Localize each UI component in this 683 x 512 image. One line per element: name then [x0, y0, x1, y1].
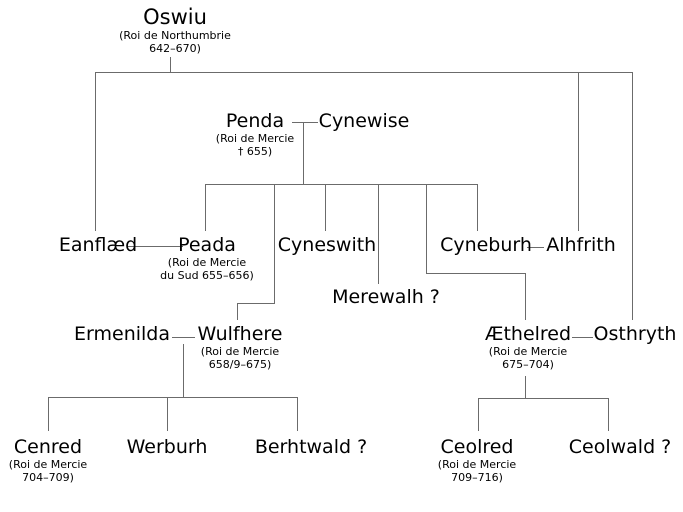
person-penda-title: (Roi de Mercie: [215, 132, 295, 145]
connector-peada-drop: [205, 184, 206, 231]
connector-wulfhere-elbow-across: [237, 303, 275, 304]
connector-aethelred-elbow-down: [426, 184, 427, 273]
person-penda: Penda (Roi de Mercie † 655): [216, 110, 294, 158]
person-ceolred: Ceolred (Roi de Mercie 709–716): [438, 436, 516, 484]
person-oswiu: Oswiu (Roi de Northumbrie 642–670): [119, 5, 231, 55]
connector-alhfrith-drop: [578, 72, 579, 231]
connector-eanflaed-drop: [95, 72, 96, 231]
person-aethelred-title: (Roi de Mercie: [488, 345, 568, 358]
connector-ermenilda-union-drop: [183, 344, 184, 397]
connector-cenred-drop: [48, 397, 49, 431]
person-cyneswith-name: Cyneswith: [277, 234, 377, 256]
connector-ceolwald-drop: [608, 398, 609, 431]
connector-oswiu-drop: [170, 57, 171, 72]
connector-cyneswith-drop: [325, 184, 326, 231]
connector-ermenilda-wulfhere-marriage: [172, 337, 195, 338]
person-aethelred-name: Æthelred: [484, 323, 572, 345]
person-berhtwald-name: Berhtwald ?: [254, 436, 368, 458]
person-osthryth-name: Osthryth: [593, 323, 677, 345]
person-werburh-name: Werburh: [126, 436, 208, 458]
connector-eanflaed-peada-marriage: [128, 246, 183, 247]
connector-aethelred-children-bar: [478, 398, 608, 399]
person-wulfhere: Wulfhere (Roi de Mercie 658/9–675): [198, 323, 283, 371]
person-penda-dates: † 655): [237, 145, 273, 158]
connector-oswiu-children-bar: [95, 72, 632, 73]
person-eanflaed-name: Eanflæd: [58, 234, 138, 256]
person-ceolwald-name: Ceolwald ?: [568, 436, 672, 458]
person-ermenilda: Ermenilda: [74, 323, 170, 345]
person-penda-name: Penda: [225, 110, 285, 132]
person-oswiu-title: (Roi de Northumbrie: [119, 29, 231, 42]
person-aethelred-dates: 675–704): [502, 358, 554, 371]
person-ceolred-title: (Roi de Mercie: [437, 458, 517, 471]
person-cenred-title: (Roi de Mercie: [8, 458, 88, 471]
person-peada-dates: du Sud 655–656): [160, 269, 254, 282]
person-wulfhere-title: (Roi de Mercie: [200, 345, 280, 358]
connector-ceolred-drop: [478, 398, 479, 431]
connector-werburh-drop: [167, 397, 168, 431]
person-cenred-name: Cenred: [13, 436, 83, 458]
connector-penda-union-drop: [303, 122, 304, 184]
connector-berhtwald-drop: [297, 397, 298, 431]
person-ceolred-dates: 709–716): [451, 471, 503, 484]
person-merewalh: Merewalh ?: [332, 286, 440, 308]
person-eanflaed: Eanflæd: [59, 234, 137, 256]
person-oswiu-name: Oswiu: [143, 5, 207, 29]
connector-penda-children-bar: [205, 184, 477, 185]
person-cyneburh-name: Cyneburh: [440, 234, 532, 256]
connector-wulfhere-elbow-down: [274, 184, 275, 303]
connector-aethelred-elbow-tail: [525, 273, 526, 320]
person-cyneburh: Cyneburh: [440, 234, 532, 256]
connector-cyneburh-alhfrith-marriage: [527, 247, 544, 248]
person-ceolred-name: Ceolred: [440, 436, 514, 458]
person-cenred: Cenred (Roi de Mercie 704–709): [9, 436, 87, 484]
person-peada-name: Peada: [178, 234, 236, 256]
person-peada-title: (Roi de Mercie: [167, 256, 247, 269]
person-alhfrith-name: Alhfrith: [546, 234, 616, 256]
person-wulfhere-dates: 658/9–675): [208, 358, 272, 371]
connector-wulfhere-children-bar: [48, 397, 297, 398]
person-werburh: Werburh: [127, 436, 208, 458]
person-ceolwald: Ceolwald ?: [569, 436, 672, 458]
person-berhtwald: Berhtwald ?: [255, 436, 367, 458]
person-peada: Peada (Roi de Mercie du Sud 655–656): [160, 234, 254, 282]
connector-penda-cynewise-marriage: [292, 122, 318, 123]
connector-aethelred-osthryth-marriage: [572, 337, 593, 338]
connector-aethelred-children-drop: [525, 376, 526, 398]
person-aethelred: Æthelred (Roi de Mercie 675–704): [485, 323, 571, 371]
person-cenred-dates: 704–709): [22, 471, 74, 484]
person-cynewise: Cynewise: [319, 110, 410, 132]
person-cyneswith: Cyneswith: [278, 234, 376, 256]
connector-cyneburh-drop: [477, 184, 478, 231]
person-ermenilda-name: Ermenilda: [74, 323, 170, 345]
person-oswiu-dates: 642–670): [149, 42, 201, 55]
connector-osthryth-drop: [632, 72, 633, 320]
connector-aethelred-elbow-across: [426, 273, 526, 274]
person-wulfhere-name: Wulfhere: [197, 323, 283, 345]
person-osthryth: Osthryth: [594, 323, 677, 345]
connector-wulfhere-elbow-tail: [237, 303, 238, 320]
person-alhfrith: Alhfrith: [546, 234, 616, 256]
connector-merewalh-drop: [378, 184, 379, 284]
person-cynewise-name: Cynewise: [318, 110, 410, 132]
person-merewalh-name: Merewalh ?: [332, 286, 440, 308]
